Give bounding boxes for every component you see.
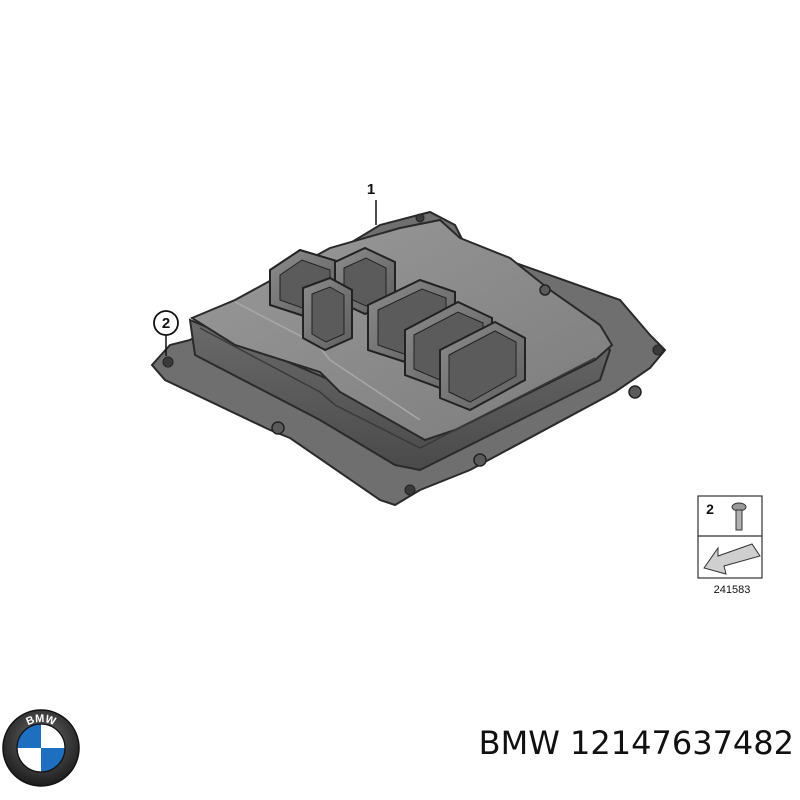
screw-icon — [731, 502, 747, 531]
direction-arrow-icon — [703, 543, 761, 575]
lid-recess-line — [199, 327, 596, 449]
callout-2-number: 2 — [162, 315, 170, 332]
boss — [473, 453, 487, 467]
legend-box: 2 241583 — [697, 495, 763, 596]
connector-small-3 — [302, 276, 353, 352]
callout-1: 1 — [367, 181, 377, 225]
bmw-logo-text: BMW — [24, 713, 57, 728]
boss — [628, 385, 642, 399]
connector-large-3 — [439, 320, 526, 412]
flange-hole — [162, 356, 174, 368]
legend-item-number: 2 — [706, 501, 714, 517]
callout-1-number: 1 — [367, 181, 375, 198]
legend-drawing-code: 241583 — [714, 584, 751, 596]
flange-hole — [652, 344, 664, 356]
caption-part-number: 12147637482 — [570, 724, 794, 762]
ecu-housing — [150, 210, 667, 507]
bmw-logo-icon: BMW — [2, 709, 80, 787]
flange-hole — [415, 213, 425, 223]
lid-ridge-line — [234, 301, 421, 421]
flange-hole — [404, 484, 416, 496]
part-caption: BMW 12147637482 — [410, 718, 794, 768]
callout-2: 2 — [153, 310, 179, 356]
boss — [539, 284, 551, 296]
caption-brand: BMW — [478, 724, 560, 762]
boss — [271, 421, 285, 435]
